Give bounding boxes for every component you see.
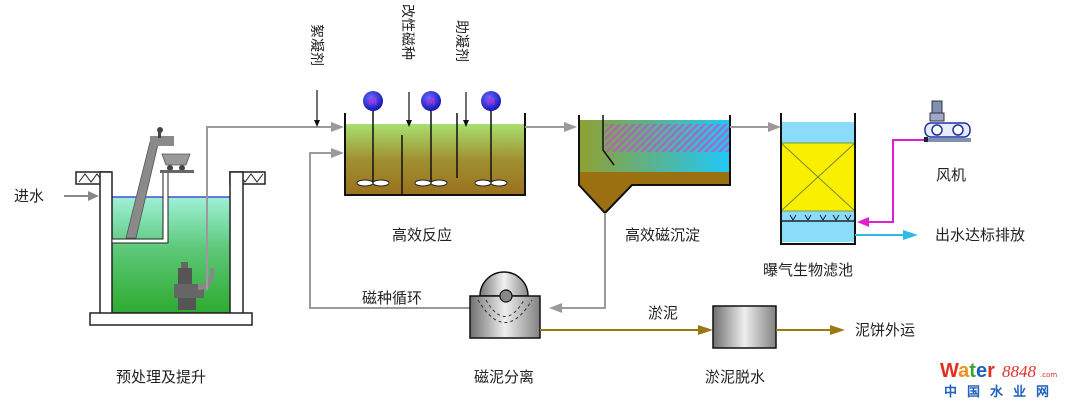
svg-text:絮凝剂: 絮凝剂: [308, 24, 325, 66]
sludge-pipe: [560, 213, 606, 309]
svg-text:8848: 8848: [1002, 362, 1037, 381]
sedimentation-tank: [578, 115, 731, 215]
blower-label: 风机: [936, 166, 966, 184]
motor-icon: [481, 91, 501, 111]
pretreatment-label: 预处理及提升: [116, 368, 206, 386]
sludge-label: 淤泥: [648, 304, 678, 322]
sedimentation-label: 高效磁沉淀: [625, 226, 700, 244]
sludge-dewatering-unit: [712, 305, 777, 349]
svg-text:中国水业网: 中国水业网: [944, 384, 1059, 400]
pretreatment-tank: [75, 127, 266, 326]
svg-text:改性磁种: 改性磁种: [399, 4, 415, 60]
magnetic-separation-label: 磁泥分离: [474, 368, 534, 386]
svg-text:.com: .com: [1040, 371, 1057, 379]
svg-text:Water: Water: [940, 360, 995, 382]
watermark-logo: Water 8848 .com 中国水业网: [940, 360, 1059, 400]
svg-text:M: M: [427, 97, 436, 108]
motor-icon: [363, 91, 383, 111]
submersible-pump-icon: [174, 262, 214, 310]
motor-icon: [421, 91, 441, 111]
svg-text:M: M: [487, 97, 496, 108]
sludge-cake-label: 泥饼外运: [855, 321, 915, 339]
magnetic-recycle-label: 磁种循环: [362, 289, 422, 307]
baf-tank: [780, 113, 856, 245]
dosing-magnetic-seed: 改性磁种: [399, 4, 415, 127]
dewatering-label: 淤泥脱水: [705, 368, 765, 386]
inlet-arrow: [64, 191, 99, 201]
mixer-1: M: [356, 91, 390, 187]
lift-pipe: [206, 126, 333, 290]
dosing-coagulant-aid: 助凝剂: [453, 20, 469, 127]
mixer-2: M: [414, 91, 448, 187]
mixer-3: M: [474, 91, 508, 187]
magnetic-recycle-pipe: [309, 152, 470, 309]
dosing-flocculant: 絮凝剂: [308, 24, 325, 127]
air-line: [866, 139, 924, 223]
reaction-label: 高效反应: [392, 226, 452, 244]
svg-text:M: M: [369, 97, 378, 108]
effluent-label: 出水达标排放: [935, 226, 1025, 244]
magnetic-separator-icon: [469, 271, 541, 339]
svg-text:助凝剂: 助凝剂: [453, 20, 469, 62]
baf-label: 曝气生物滤池: [763, 261, 853, 279]
inlet-label: 进水: [14, 187, 44, 205]
blower-icon: [924, 100, 971, 142]
